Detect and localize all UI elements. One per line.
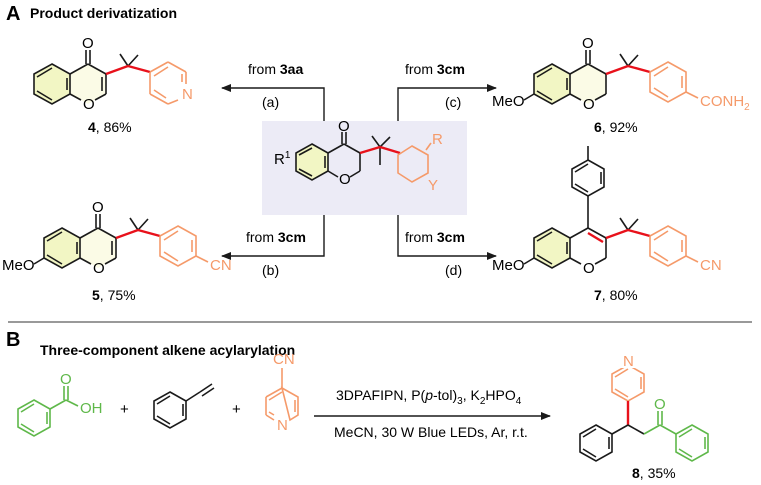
reagent-nitrile: CN — [273, 351, 295, 368]
reagent-pyridine-n: N — [277, 417, 288, 434]
substrate-keto-o: O — [338, 118, 350, 135]
substrate-r1: R1 — [274, 150, 291, 168]
benzoic-acid-structure: O OH — [17, 371, 103, 437]
arrow-b — [221, 215, 325, 260]
cyanopyridine-structure: CN N — [265, 351, 299, 434]
product-4-structure: O O N — [33, 35, 193, 113]
arrow-a-from: from 3aa — [248, 61, 303, 77]
plus-1: + — [120, 401, 129, 418]
p8-keto-o: O — [654, 396, 666, 413]
substrate-ring-o: O — [339, 171, 351, 188]
p7-nitrile: CN — [700, 257, 722, 274]
p6-methoxy: MeO — [492, 93, 525, 110]
conditions-line-2: MeCN, 30 W Blue LEDs, Ar, r.t. — [334, 424, 528, 440]
substrate-y-atom: Y — [428, 177, 438, 194]
arrow-d-from: from 3cm — [405, 229, 465, 245]
arrow-d — [397, 215, 497, 260]
product-6-label: 6, 92% — [594, 119, 638, 135]
panel-b-letter: B — [6, 329, 20, 351]
arrow-a — [221, 84, 325, 121]
product-8-label: 8, 35% — [632, 465, 676, 481]
p8-pyridine-n: N — [623, 353, 634, 370]
product-5-label: 5, 75% — [92, 287, 136, 303]
p7-ring-o: O — [583, 260, 595, 277]
acid-carbonyl-o: O — [60, 371, 72, 388]
p4-pyridine-n: N — [182, 86, 193, 103]
arrow-b-label: (b) — [262, 262, 279, 278]
product-6-structure: O O MeO CONH2 — [492, 35, 750, 113]
p7-methoxy: MeO — [492, 257, 525, 274]
acid-hydroxyl: OH — [80, 400, 103, 417]
arrow-c — [397, 84, 497, 121]
p4-keto-o: O — [82, 35, 94, 52]
p5-methoxy: MeO — [2, 257, 35, 274]
product-7-label: 7, 80% — [594, 287, 638, 303]
plus-2: + — [232, 401, 241, 418]
arrow-d-label: (d) — [445, 262, 462, 278]
product-5-structure: O O MeO CN — [2, 199, 232, 277]
p6-ring-o: O — [583, 96, 595, 113]
p4-ring-o: O — [83, 96, 95, 113]
p5-ring-o: O — [93, 260, 105, 277]
arrow-c-from: from 3cm — [405, 61, 465, 77]
arrow-c-label: (c) — [445, 94, 461, 110]
substrate-structure: O O R1 R Y — [274, 118, 443, 194]
p6-amide: CONH2 — [700, 93, 750, 113]
p5-nitrile: CN — [210, 257, 232, 274]
conditions-line-1: 3DPAFIPN, P(p-tol)3, K2HPO4 — [336, 387, 522, 407]
product-7-structure: O MeO CN — [492, 146, 722, 277]
panel-a-title: Product derivatization — [30, 5, 177, 21]
styrene-structure — [153, 383, 215, 429]
substrate-r-group: R — [432, 131, 443, 148]
p6-keto-o: O — [582, 35, 594, 52]
arrow-b-from: from 3cm — [246, 229, 306, 245]
arrow-a-label: (a) — [262, 94, 279, 110]
product-8-structure: N O — [579, 353, 709, 462]
panel-a-letter: A — [6, 3, 20, 25]
panel-b-title: Three-component alkene acylarylation — [40, 342, 295, 358]
p5-keto-o: O — [92, 199, 104, 216]
product-4-label: 4, 86% — [88, 119, 132, 135]
